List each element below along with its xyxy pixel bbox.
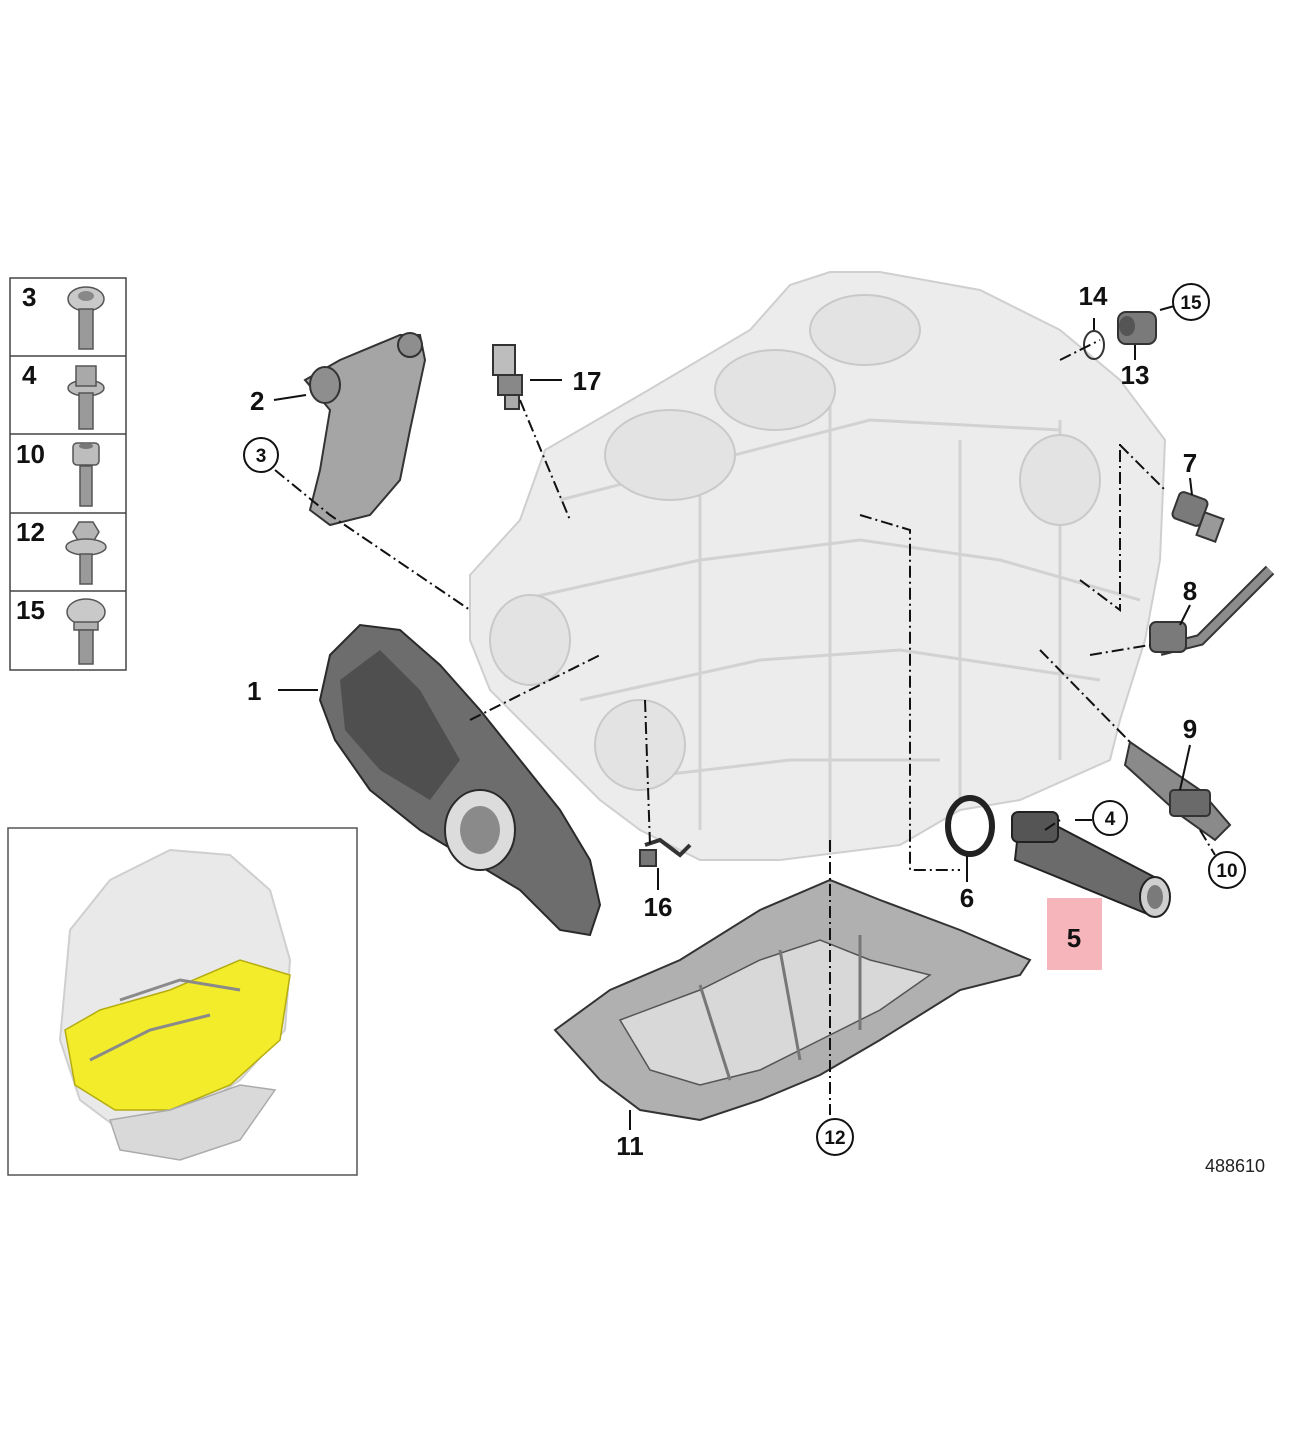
part-5-oil-pipe [1011,811,1171,918]
engine-overview-inset [7,827,358,1176]
callout-16: 16 [644,892,673,922]
collar-bolt-icon [66,598,106,665]
callout-12-circle [816,1118,854,1156]
part-7-sensor [1171,491,1225,543]
part-6-o-ring [945,795,995,857]
table-row-15-label: 15 [16,595,45,625]
callout-11: 11 [616,1131,644,1161]
part-8-dipstick-tube [1149,565,1275,656]
engine-block [469,271,1167,861]
table-row-4-label: 4 [22,360,37,390]
socket-head-bolt-icon [72,442,100,507]
callout-17: 17 [573,366,602,396]
callouts: 1 2 3 4 5 6 7 8 9 10 11 12 13 14 15 16 1… [243,281,1246,1161]
part-2-mount-bracket [303,332,427,527]
callout-8: 8 [1183,576,1197,606]
hex-flange-bolt-icon [65,521,107,585]
callout-4-circle [1092,800,1128,836]
callout-6: 6 [960,883,974,913]
callout-5: 5 [1067,923,1081,953]
part-11-oil-baffle [553,878,1032,1122]
callout-7: 7 [1183,448,1197,478]
callout-15: 15 [1180,293,1202,314]
callout-5-highlight [1047,898,1102,970]
table-row-12-label: 12 [16,517,45,547]
part-9-oil-nozzle [1123,740,1232,842]
callout-10-circle [1208,851,1246,889]
dash-dot-lines [274,339,1216,1115]
flange-bolt-icon [67,365,105,430]
torx-bolt-icon [67,286,105,350]
callout-1: 1 [247,676,261,706]
callout-12: 12 [824,1128,845,1149]
callout-13: 13 [1121,360,1150,390]
callout-4: 4 [1105,809,1116,830]
fastener-table: 3 4 10 12 15 [9,277,127,671]
callout-15-circle [1172,283,1210,321]
part-1-timing-cover [318,623,602,937]
part-16-clip [639,837,692,867]
diagram-code: 488610 [1205,1156,1265,1176]
callout-9: 9 [1183,714,1197,744]
callout-2: 2 [250,386,264,416]
table-row-3-label: 3 [22,282,36,312]
callout-10: 10 [1216,861,1237,882]
callout-14: 14 [1079,281,1108,311]
part-13-sensor [1083,311,1157,360]
part-17-sensor [492,344,523,410]
callout-3: 3 [256,446,267,467]
inset-highlight-area [64,959,291,1111]
callout-3-circle [243,437,279,473]
table-row-10-label: 10 [16,439,45,469]
